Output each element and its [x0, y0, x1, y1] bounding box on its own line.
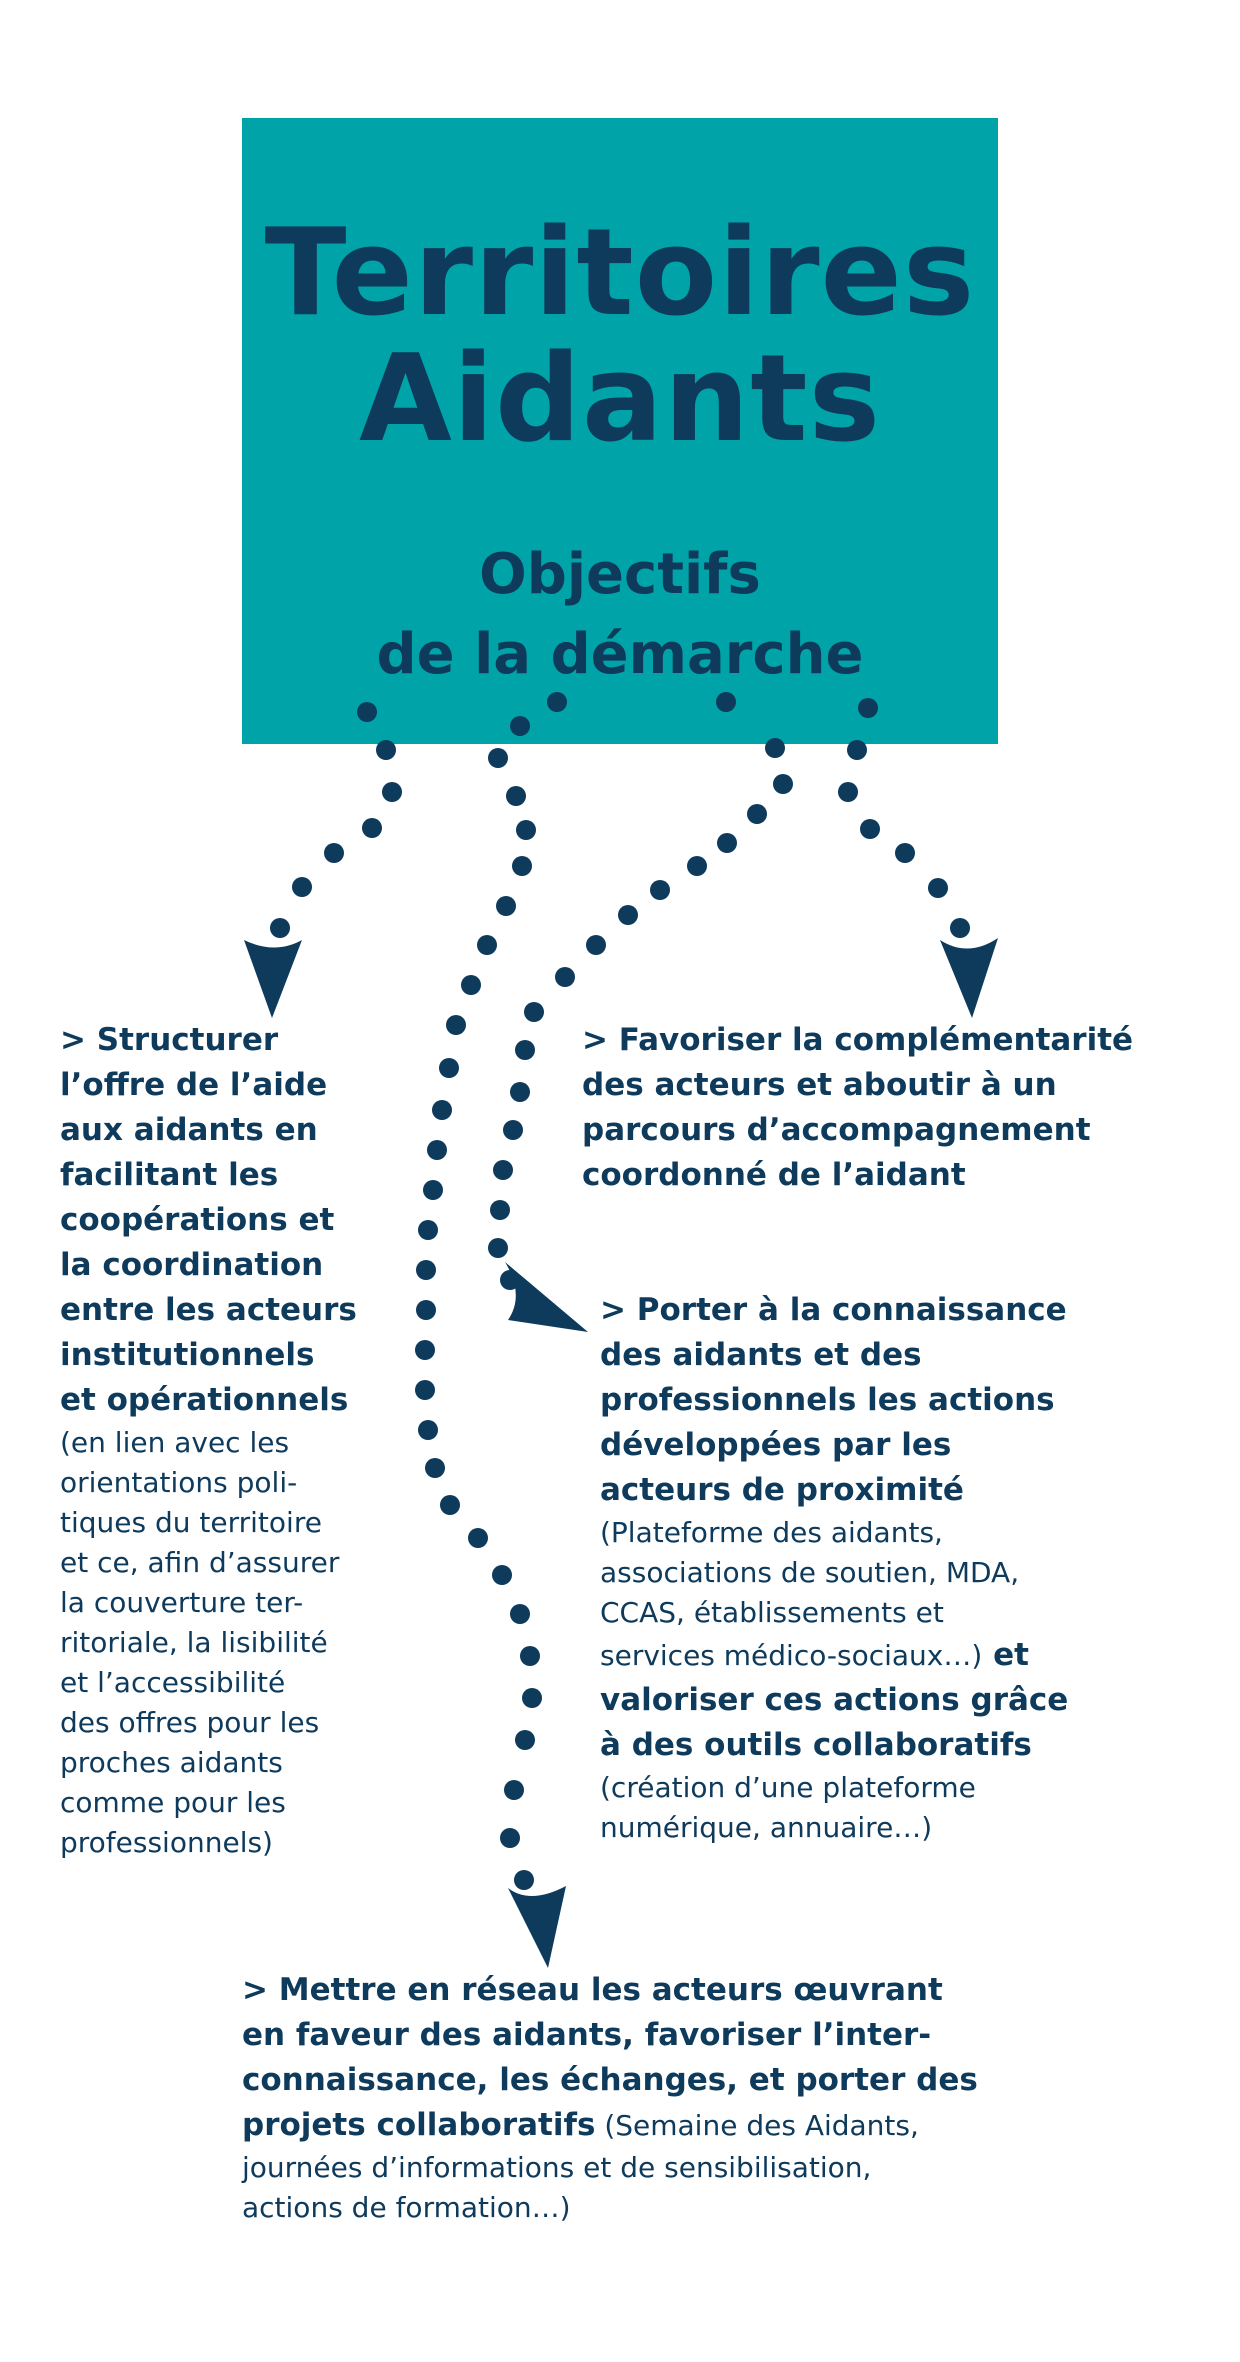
structurer-bold-line: coopérations et [60, 1202, 335, 1238]
structurer-detail-line: et l’accessibilité [60, 1666, 286, 1699]
reseau-bold-line: en faveur des aidants, favoriser l’inter… [242, 2017, 932, 2053]
subtitle-line-2: de la démarche [376, 622, 864, 687]
structurer-detail-line: ritoriale, la lisibilité [60, 1626, 328, 1659]
structurer-bold-line: > Structurer [60, 1022, 279, 1058]
structurer-bold-line: la coordination [60, 1247, 324, 1283]
porter-bold-line: valoriser ces actions grâce [600, 1682, 1069, 1718]
arrow-to-reseau [415, 692, 567, 1968]
porter-bold-line: > Porter à la connaissance [600, 1292, 1067, 1328]
structurer-detail-line: orientations poli- [60, 1466, 298, 1499]
structurer-bold-line: l’offre de l’aide [60, 1067, 328, 1103]
title-box: Territoires Aidants Objectifs de la déma… [242, 118, 998, 744]
subtitle-line-1: Objectifs [479, 542, 761, 607]
title-line-1: Territoires [264, 204, 976, 343]
porter-mixed-line: services médico-sociaux…) et [600, 1633, 1160, 1678]
porter-bold-line: des aidants et des [600, 1337, 922, 1373]
porter-bold-line: développées par les [600, 1427, 952, 1463]
objective-reseau: > Mettre en réseau les acteurs œuvrant e… [242, 1968, 1122, 2228]
structurer-detail-line: et ce, afin d’assurer [60, 1546, 340, 1579]
porter-detail-line: (Plateforme des aidants, [600, 1516, 943, 1549]
reseau-detail-line: journées d’informations et de sensibilis… [242, 2151, 872, 2184]
favoriser-bold-line: > Favoriser la complémentarité [582, 1022, 1134, 1058]
objective-favoriser: > Favoriser la complémentarité des acteu… [582, 1018, 1222, 1198]
reseau-mixed-bold: projets collaboratifs [242, 2107, 596, 2143]
arrow-to-favoriser [838, 698, 998, 1018]
porter-detail-line: associations de soutien, MDA, [600, 1556, 1020, 1589]
structurer-bold-line: et opérationnels [60, 1382, 349, 1418]
favoriser-bold-line: des acteurs et aboutir à un [582, 1067, 1057, 1103]
porter-bold-line: professionnels les actions [600, 1382, 1055, 1418]
arrow-to-structurer [244, 702, 402, 1018]
reseau-mixed-light: (Semaine des Aidants, [595, 2109, 919, 2142]
reseau-detail-line: actions de formation…) [242, 2191, 571, 2224]
structurer-bold-line: aux aidants en [60, 1112, 318, 1148]
favoriser-bold-line: parcours d’accompagnement [582, 1112, 1091, 1148]
arrow-to-porter [488, 692, 793, 1332]
reseau-mixed-line: projets collaboratifs (Semaine des Aidan… [242, 2103, 1122, 2148]
reseau-bold-line: connaissance, les échanges, et porter de… [242, 2062, 978, 2098]
reseau-bold-line: > Mettre en réseau les acteurs œuvrant [242, 1972, 943, 2008]
structurer-bold-line: institutionnels [60, 1337, 315, 1373]
porter-detail-line: (création d’une plateforme [600, 1771, 976, 1804]
porter-bold-line: acteurs de proximité [600, 1472, 964, 1508]
objective-structurer: > Structurer l’offre de l’aide aux aidan… [60, 1018, 400, 1863]
structurer-detail-line: professionnels) [60, 1826, 273, 1859]
structurer-detail-line: des offres pour les [60, 1706, 320, 1739]
structurer-detail-line: comme pour les [60, 1786, 286, 1819]
structurer-detail-line: proches aidants [60, 1746, 283, 1779]
structurer-detail-line: la couverture ter- [60, 1586, 304, 1619]
objective-porter: > Porter à la connaissance des aidants e… [600, 1288, 1160, 1848]
structurer-bold-line: entre les acteurs [60, 1292, 357, 1328]
structurer-bold-line: facilitant les [60, 1157, 279, 1193]
porter-mixed-bold: et [982, 1637, 1029, 1673]
favoriser-bold-line: coordonné de l’aidant [582, 1157, 966, 1193]
porter-bold-line: à des outils collaboratifs [600, 1727, 1032, 1763]
porter-detail-line: numérique, annuaire…) [600, 1811, 933, 1844]
porter-detail-line: CCAS, établissements et [600, 1596, 944, 1629]
title-line-2: Aidants [358, 330, 882, 469]
structurer-detail-line: (en lien avec les [60, 1426, 290, 1459]
structurer-detail-line: tiques du territoire [60, 1506, 322, 1539]
porter-mixed-light: services médico-sociaux…) [600, 1639, 983, 1672]
